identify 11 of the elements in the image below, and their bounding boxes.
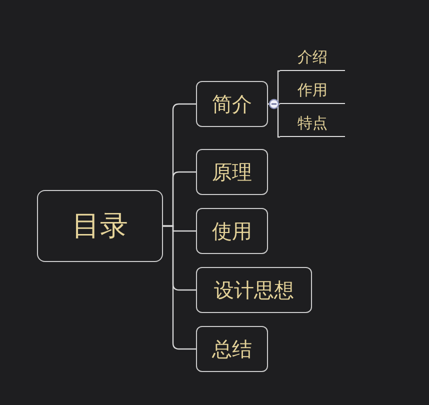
topic-box: 设计思想 [196, 267, 312, 313]
topic-box: 原理 [196, 149, 268, 195]
root-topic-box: 目录 [37, 190, 163, 262]
connector-line [163, 225, 196, 350]
subtopic-label: 介绍 [280, 44, 345, 71]
topic-box: 简介 [196, 81, 268, 127]
topic-box: 使用 [196, 208, 268, 254]
connector-line [268, 103, 280, 138]
subtopic-label: 特点 [280, 110, 345, 137]
topic-box: 总结 [196, 326, 268, 372]
subtopic-label: 作用 [280, 77, 345, 104]
